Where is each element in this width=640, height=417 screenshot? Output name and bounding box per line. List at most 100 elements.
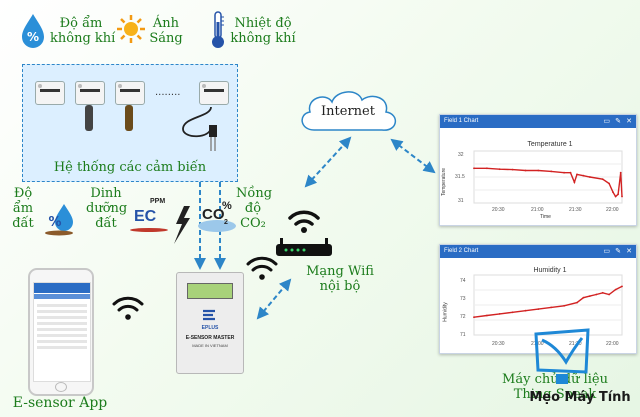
arrow-master-router <box>256 278 292 320</box>
y-tick: 31.5 <box>455 174 465 180</box>
internet-label: Internet <box>321 104 375 119</box>
wifi-network-label: Mạng Wifi nội bộ <box>300 264 380 294</box>
data-point <box>498 313 501 315</box>
x-tick: 21:30 <box>569 341 582 347</box>
data-point <box>537 308 540 310</box>
device-brand: EPLUS <box>201 325 219 331</box>
label-co2: Nồng độ CO₂ <box>236 186 272 231</box>
data-point <box>524 309 527 312</box>
sensor-system-title: Hệ thống các cảm biến <box>53 160 207 175</box>
label-nutrient-line2: dưỡng <box>86 201 128 216</box>
data-point <box>608 293 610 296</box>
x-tick: 21:00 <box>531 207 544 213</box>
data-point <box>588 295 591 297</box>
device-name: E-SENSOR MASTER <box>185 335 235 341</box>
data-point <box>595 293 598 296</box>
co2-badge-sub: 2 <box>224 219 228 226</box>
data-point <box>621 195 623 198</box>
data-point <box>498 168 501 171</box>
x-axis-label: Time <box>540 214 551 220</box>
svg-text:%: % <box>48 215 61 230</box>
y-tick: 31 <box>458 198 464 204</box>
data-point <box>473 167 475 170</box>
label-co2-line2: độ <box>244 201 262 216</box>
comment-icon[interactable]: ▭ <box>603 248 610 255</box>
data-point <box>619 171 622 174</box>
edit-icon[interactable]: ✎ <box>615 118 621 125</box>
list-item <box>37 328 87 331</box>
device-lcd <box>187 283 233 299</box>
label-soil-humidity-line2: ẩm <box>12 201 34 216</box>
humidity-plot <box>473 274 623 336</box>
data-point <box>511 168 514 171</box>
list-item <box>37 340 87 343</box>
data-point <box>563 304 565 307</box>
sensor-probe-2 <box>85 105 93 131</box>
wifi-icon <box>112 296 144 320</box>
x-tick: 20:30 <box>492 341 505 347</box>
field-1-chart-panel: Field 1 Chart ▭ ✎ ✕ Temperature 1 32 31.… <box>439 114 637 226</box>
data-point <box>621 285 623 288</box>
series-line <box>473 285 623 318</box>
data-point <box>569 171 572 174</box>
wifi-router-icon <box>276 210 332 256</box>
ec-ppm-icon: PPM EC <box>130 198 174 236</box>
close-icon[interactable]: ✕ <box>626 118 632 125</box>
thermometer-icon <box>212 11 224 48</box>
server-label: Máy chủ dữ liệu Thing Speak <box>490 372 620 402</box>
list-item <box>37 310 87 313</box>
label-co2-line3: CO₂ <box>240 216 266 231</box>
edit-icon[interactable]: ✎ <box>615 248 621 255</box>
list-item <box>37 346 87 349</box>
label-humidity-air-line2: không khí <box>50 31 116 46</box>
arrow-internet-server <box>390 138 436 174</box>
y-axis-label: Humidity <box>442 302 449 322</box>
sensor-probe-3 <box>125 105 133 131</box>
data-point <box>550 306 553 309</box>
y-axis-label: Temperature <box>441 167 448 197</box>
sensor-device-3 <box>115 81 145 105</box>
device-sub: MADE IN VIETNAM <box>192 343 228 348</box>
e-sensor-app-phone <box>28 268 94 396</box>
co2-badge-label: CO <box>202 206 225 223</box>
sensor-device-4 <box>199 81 229 105</box>
label-soil-humidity-line1: Độ <box>13 186 33 201</box>
data-point <box>601 178 604 181</box>
data-point <box>617 193 619 196</box>
data-point <box>614 288 617 291</box>
y-tick: 73 <box>460 296 466 302</box>
x-tick: 20:30 <box>492 207 505 213</box>
x-tick: 22:00 <box>606 207 619 213</box>
data-point <box>608 182 610 185</box>
data-point <box>582 296 585 299</box>
series-line <box>474 167 623 198</box>
svg-text:%: % <box>27 30 39 44</box>
lightning-icon <box>174 206 190 244</box>
field-2-chart-header: Field 2 Chart ▭ ✎ ✕ <box>440 245 636 258</box>
co2-cloud-shape <box>198 220 236 232</box>
data-point <box>573 181 576 184</box>
sensor-system-box: ........ Hệ thống các cảm biến <box>22 64 238 182</box>
co2-percent-label: % <box>222 200 232 212</box>
ppm-label: PPM <box>150 198 166 205</box>
close-icon[interactable]: ✕ <box>626 248 632 255</box>
y-tick: 32 <box>458 152 464 158</box>
ec-label: EC <box>134 208 157 225</box>
chart-title: Humidity 1 <box>533 267 567 274</box>
app-label: E-sensor App <box>12 395 108 411</box>
label-light: Ánh Sáng <box>148 16 184 46</box>
server-label-line2: Thing Speak <box>513 387 597 402</box>
label-soil-humidity-line3: đất <box>12 216 34 231</box>
data-point <box>614 195 617 198</box>
comment-icon[interactable]: ▭ <box>603 118 610 125</box>
monitor-logo-icon <box>534 328 590 384</box>
sensor-device-2 <box>75 81 105 105</box>
droplet-percent-icon: % <box>22 14 44 48</box>
label-nutrient: Dinh dưỡng đất <box>86 186 128 231</box>
chart-title: Temperature 1 <box>527 141 573 148</box>
label-light-line2: Sáng <box>149 31 183 46</box>
temperature-plot <box>473 150 623 204</box>
field-1-chart-header-label: Field 1 Chart <box>444 118 479 124</box>
wifi-icon <box>246 256 278 280</box>
